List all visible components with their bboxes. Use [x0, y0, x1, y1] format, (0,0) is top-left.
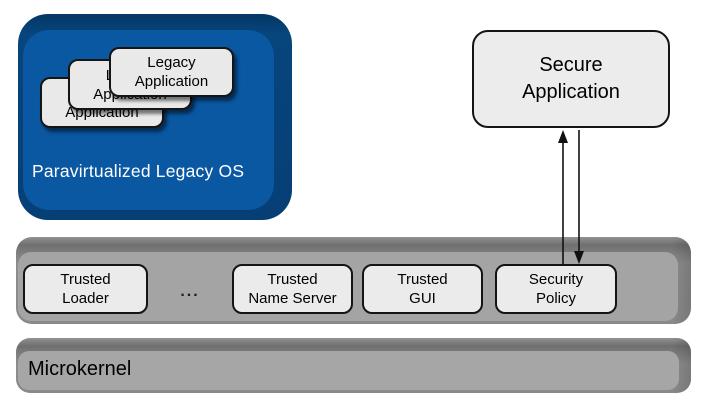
- secure-application-box: Secure Application: [472, 30, 670, 128]
- service-box-trusted-loader: Trusted Loader: [23, 264, 148, 314]
- service-ellipsis: ...: [180, 283, 200, 300]
- service-box-security-policy: Security Policy: [495, 264, 617, 314]
- microkernel-bar: [16, 338, 691, 393]
- microkernel-label: Microkernel: [28, 358, 132, 380]
- legacy-os-label: Paravirtualized Legacy OS: [32, 161, 245, 181]
- service-box-trusted-gui: Trusted GUI: [362, 264, 483, 314]
- arrow-up-head: [558, 130, 568, 143]
- microkernel-face: [18, 351, 679, 390]
- service-box-trusted-name-server: Trusted Name Server: [232, 264, 353, 314]
- legacy-app-box-front: Legacy Application: [109, 47, 234, 97]
